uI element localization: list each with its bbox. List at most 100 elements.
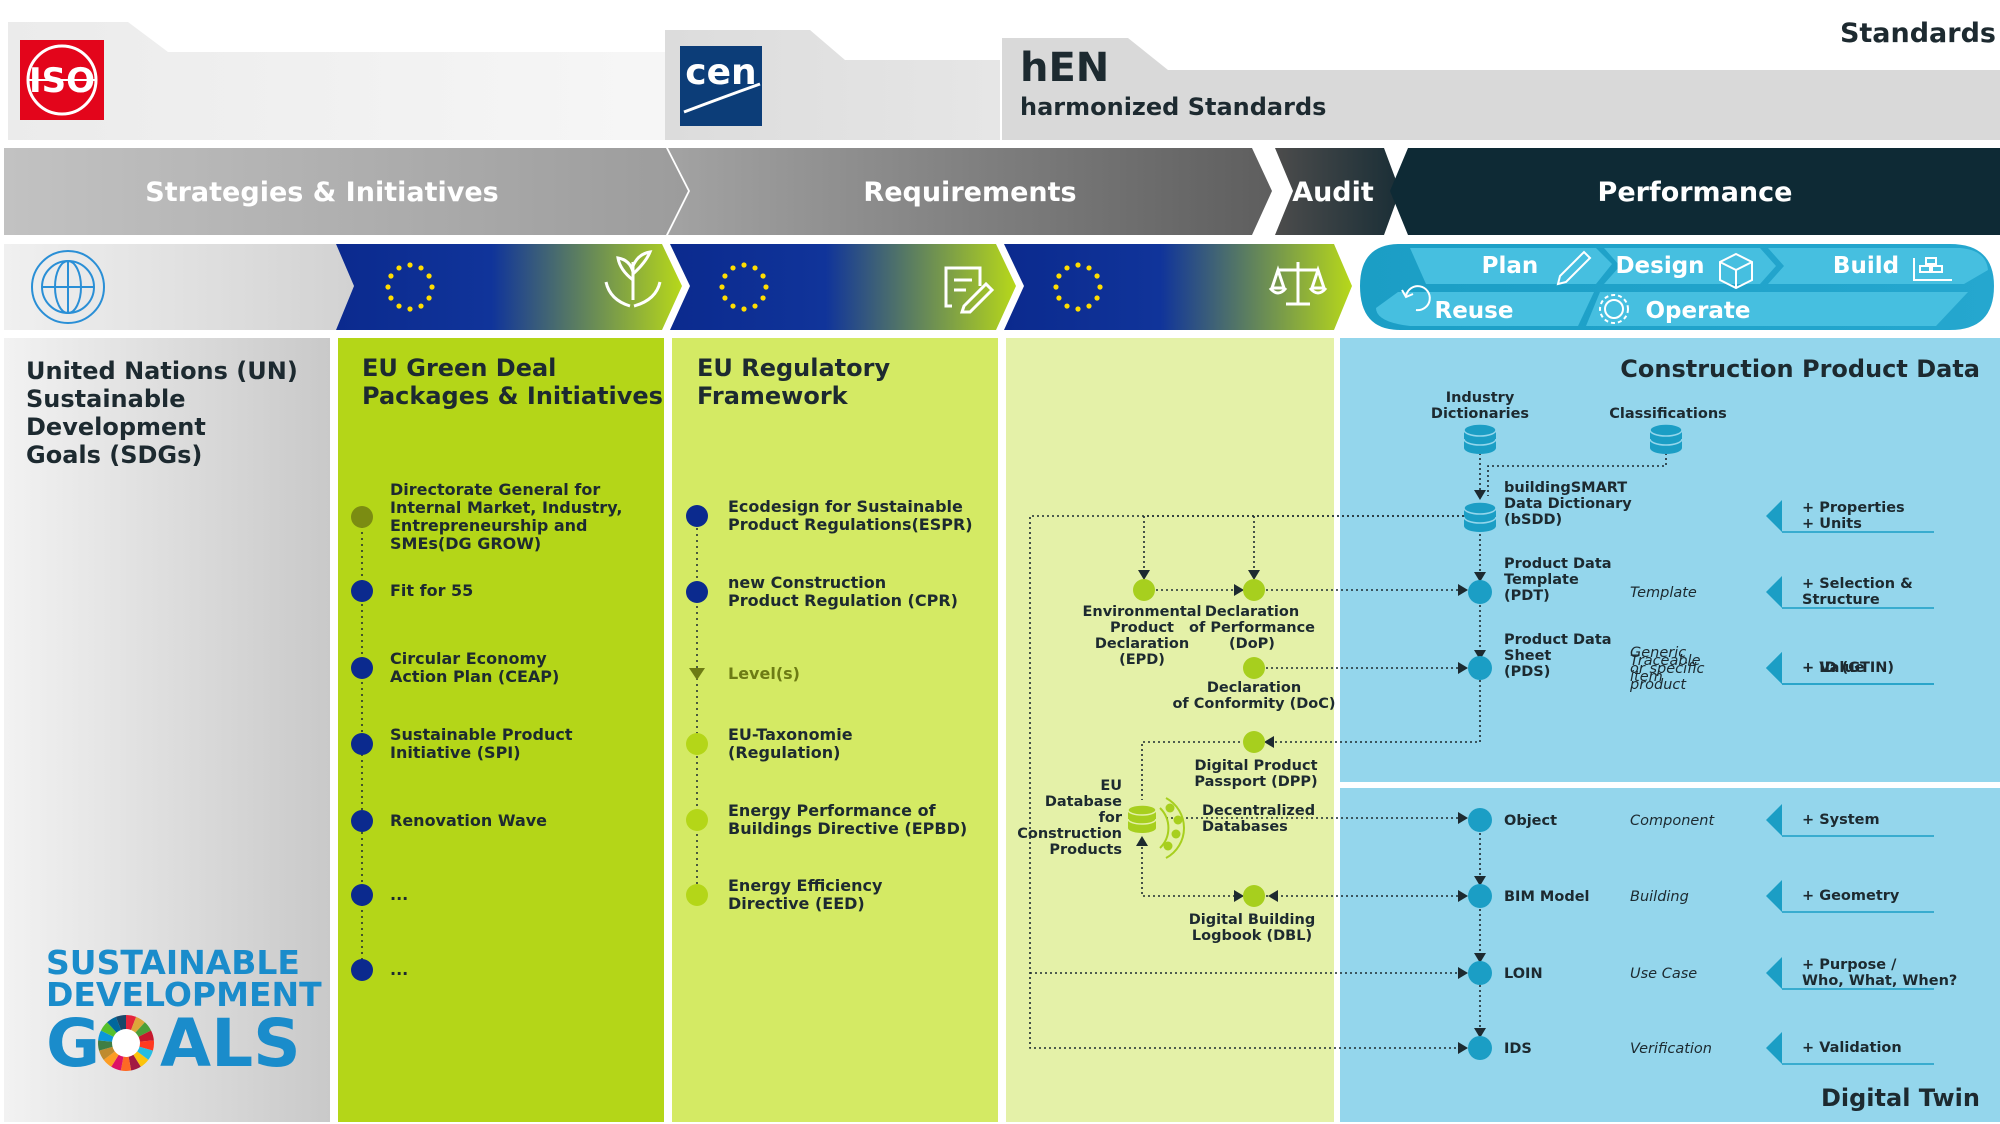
stage-operate-label: Operate bbox=[1645, 298, 1750, 324]
eu-star bbox=[722, 295, 728, 301]
add-marker-icon bbox=[1766, 1032, 1782, 1064]
connector-line bbox=[1143, 515, 1464, 578]
arrow-left bbox=[1268, 890, 1278, 902]
stage-reuse-label: Reuse bbox=[1435, 298, 1514, 324]
eu-star bbox=[388, 273, 394, 279]
performance-node bbox=[1468, 1036, 1492, 1060]
arrow-down bbox=[1138, 570, 1150, 580]
performance-node bbox=[1468, 961, 1492, 985]
industry-dictionaries-db-icon bbox=[1463, 423, 1497, 454]
arrow-right bbox=[1458, 584, 1468, 596]
sdg-wheel-center bbox=[112, 1029, 140, 1057]
hen-title: hEN bbox=[1020, 45, 1109, 91]
arrow-right bbox=[1458, 1042, 1468, 1054]
eu-star bbox=[396, 303, 402, 309]
arrow-down bbox=[1474, 490, 1486, 500]
eu-star bbox=[418, 265, 424, 271]
performance-row-addition: + Validation bbox=[1802, 1040, 1902, 1056]
performance-row-addition: + Properties+ Units bbox=[1802, 500, 1905, 532]
eu-star bbox=[418, 303, 424, 309]
arrow-right bbox=[1458, 662, 1468, 674]
eu-strip-green-deal bbox=[336, 244, 682, 330]
arrow-right bbox=[1234, 584, 1244, 596]
performance-row-addition: + Geometry bbox=[1802, 888, 1900, 904]
svg-text:ALS: ALS bbox=[160, 1005, 301, 1082]
arrow-down bbox=[1248, 570, 1260, 580]
performance-row-name: IDS bbox=[1504, 1041, 1532, 1057]
flow-connectors bbox=[1029, 448, 1667, 1049]
connector-line bbox=[1272, 680, 1481, 743]
sdg-logo: SUSTAINABLE DEVELOPMENT G ALS bbox=[46, 943, 322, 1082]
performance-node bbox=[1468, 656, 1492, 680]
arrow-down bbox=[1474, 572, 1486, 582]
arrow-right bbox=[1458, 812, 1468, 824]
performance-row-type: Building bbox=[1630, 889, 1689, 905]
arrow-down bbox=[1474, 953, 1486, 963]
performance-row-addition: + Purpose /Who, What, When? bbox=[1802, 957, 1957, 989]
dop-node bbox=[1243, 579, 1265, 601]
performance-row-addition: + ID (GTIN) bbox=[1802, 660, 1894, 676]
svg-text:G: G bbox=[46, 1005, 100, 1082]
cen-logo: cen bbox=[680, 46, 762, 126]
eu-star bbox=[1064, 265, 1070, 271]
performance-row-name: BIM Model bbox=[1504, 889, 1590, 905]
banner-audit-label: Audit bbox=[1292, 177, 1374, 208]
performance-node bbox=[1468, 884, 1492, 908]
banner-strategies-label: Strategies & Initiatives bbox=[145, 177, 498, 208]
arrow-right bbox=[1458, 890, 1468, 902]
performance-row-addition: + System bbox=[1802, 812, 1880, 828]
svg-text:cen: cen bbox=[685, 52, 756, 93]
audit-column bbox=[1006, 338, 1334, 1122]
eu-star bbox=[1053, 284, 1059, 290]
phase-banner: Strategies & Initiatives Requirements Au… bbox=[4, 148, 2000, 235]
green-deal-item: Fit for 55 bbox=[390, 581, 473, 600]
svg-text:ISO: ISO bbox=[29, 61, 95, 101]
dpp-node bbox=[1243, 731, 1265, 753]
arrow-up bbox=[1136, 836, 1148, 846]
eu-star bbox=[426, 273, 432, 279]
banner-performance-label: Performance bbox=[1598, 177, 1793, 208]
stage-operate[interactable] bbox=[1586, 292, 1968, 326]
eu-star bbox=[760, 295, 766, 301]
hen-subtitle: harmonized Standards bbox=[1020, 93, 1326, 121]
eu-star bbox=[722, 273, 728, 279]
green-deal-bullet bbox=[351, 657, 373, 679]
green-deal-bullet bbox=[351, 733, 373, 755]
performance-row: IDS Verification + Validation bbox=[1468, 1032, 1934, 1065]
eu-star bbox=[1056, 273, 1062, 279]
regulatory-bullet bbox=[686, 505, 708, 527]
iso-logo: ISO bbox=[20, 40, 104, 120]
stage-design[interactable] bbox=[1604, 248, 1776, 284]
cpd-title: Construction Product Data bbox=[1620, 355, 1980, 383]
performance-node bbox=[1468, 808, 1492, 832]
performance-row-type: Verification bbox=[1630, 1041, 1712, 1057]
eu-star bbox=[1086, 265, 1092, 271]
eu-star bbox=[741, 306, 747, 312]
eu-star bbox=[429, 284, 435, 290]
stage-plan-label: Plan bbox=[1482, 253, 1539, 279]
svg-text:SUSTAINABLE: SUSTAINABLE bbox=[46, 943, 300, 982]
regulatory-item: EU-Taxonomie(Regulation) bbox=[728, 725, 853, 762]
add-marker-icon bbox=[1766, 804, 1782, 836]
banner-requirements-label: Requirements bbox=[863, 177, 1076, 208]
